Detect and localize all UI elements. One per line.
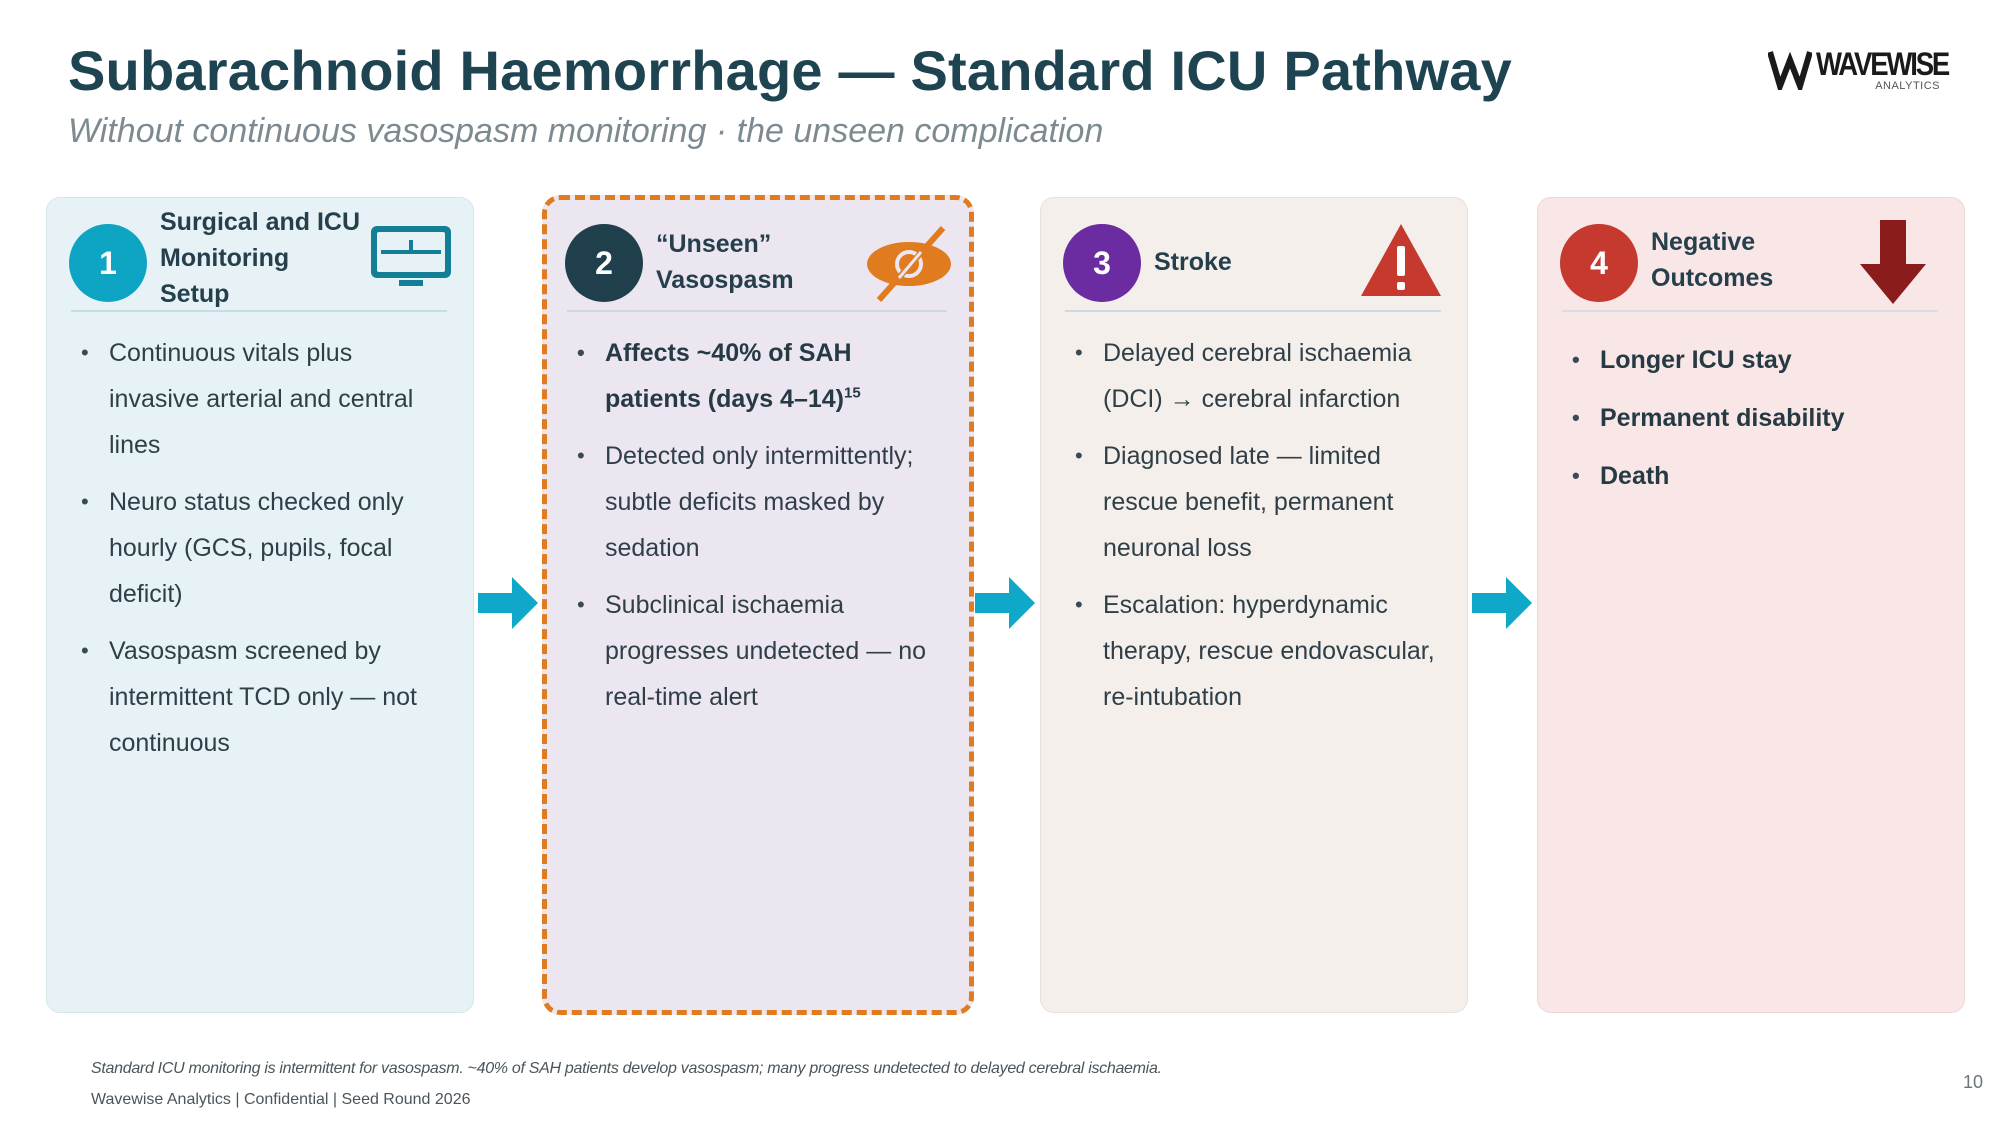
wavewise-logo: WAVEWISE ANALYTICS <box>1768 46 1950 94</box>
pathway-card-1: 1 Surgical and ICU Monitoring Setup Cont… <box>46 197 474 1013</box>
card-title: Surgical and ICU Monitoring Setup <box>160 208 361 308</box>
card-title: “Unseen” Vasospasm <box>656 230 794 294</box>
card-header: 3 Stroke <box>1041 198 1467 318</box>
card-divider <box>1065 310 1441 312</box>
arrow-down-icon <box>1860 220 1926 304</box>
list-item: Continuous vitals plus invasive arterial… <box>81 330 449 468</box>
flow-arrow-icon <box>975 577 1035 629</box>
list-item: Neuro status checked only hourly (GCS, p… <box>81 479 449 617</box>
list-item: Delayed cerebral ischaemia (DCI) → cereb… <box>1075 330 1443 422</box>
monitor-icon <box>371 226 451 286</box>
list-item: Diagnosed late — limited rescue benefit,… <box>1075 433 1443 571</box>
list-item: Permanent disability <box>1572 396 1940 440</box>
card-bullets: Delayed cerebral ischaemia (DCI) → cereb… <box>1075 330 1443 731</box>
footnote: Standard ICU monitoring is intermittent … <box>91 1060 1162 1077</box>
citation-superscript: 15 <box>844 384 861 402</box>
list-item: Vasospasm screened by intermittent TCD o… <box>81 628 449 766</box>
logo-subtext: ANALYTICS <box>1875 80 1940 92</box>
card-bullets: Affects ~40% of SAH patients (days 4–14)… <box>577 330 945 731</box>
flow-arrow-icon <box>478 577 538 629</box>
step-badge: 2 <box>565 224 643 302</box>
card-divider <box>71 310 447 312</box>
list-item: Longer ICU stay <box>1572 338 1940 382</box>
card-divider <box>567 310 947 312</box>
list-item: Detected only intermittently; subtle def… <box>577 433 945 571</box>
page-number: 10 <box>1963 1072 1984 1092</box>
hidden-eye-icon <box>867 226 951 302</box>
card-title: Stroke <box>1154 248 1232 276</box>
card-header: 4 Negative Outcomes <box>1538 198 1964 318</box>
slide-title: Subarachnoid Haemorrhage — Standard ICU … <box>68 39 1512 102</box>
flow-arrow-icon <box>1472 577 1532 629</box>
pathway-card-4: 4 Negative Outcomes Longer ICU stay Perm… <box>1537 197 1965 1013</box>
card-title: Negative Outcomes <box>1651 228 1774 292</box>
logo-wordmark: WAVEWISE <box>1816 46 1950 82</box>
step-badge: 4 <box>1560 224 1638 302</box>
wave-logo-icon <box>1768 51 1812 90</box>
pathway-card-3: 3 Stroke Delayed cerebral ischaemia (DCI… <box>1040 197 1468 1013</box>
card-header: 2 “Unseen” Vasospasm <box>547 200 969 320</box>
card-bullets: Continuous vitals plus invasive arterial… <box>81 330 449 777</box>
slide-subtitle: Without continuous vasospasm monitoring … <box>68 112 1104 150</box>
step-badge: 1 <box>69 224 147 302</box>
list-item: Subclinical ischaemia progresses undetec… <box>577 582 945 720</box>
step-badge: 3 <box>1063 224 1141 302</box>
footer-meta: Wavewise Analytics | Confidential | Seed… <box>91 1091 471 1108</box>
list-item: Death <box>1572 454 1940 498</box>
list-item: Escalation: hyperdynamic therapy, rescue… <box>1075 582 1443 720</box>
pathway-card-2: 2 “Unseen” Vasospasm Affects ~40% of SAH… <box>542 195 974 1015</box>
card-divider <box>1562 310 1938 312</box>
card-bullets: Longer ICU stay Permanent disability Dea… <box>1572 338 1940 512</box>
warning-icon <box>1361 224 1441 296</box>
list-item: Affects ~40% of SAH patients (days 4–14)… <box>577 330 945 422</box>
card-header: 1 Surgical and ICU Monitoring Setup <box>47 198 473 318</box>
